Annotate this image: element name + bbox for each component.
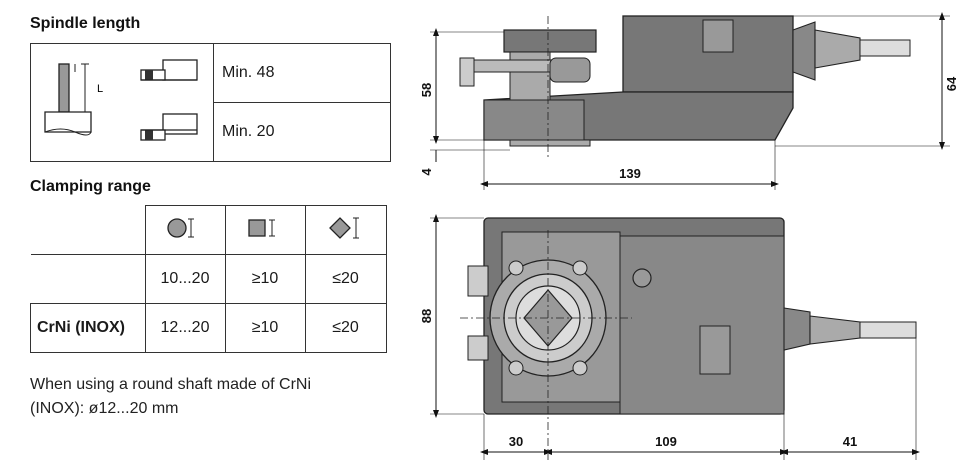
square-shaft-header (224, 205, 306, 255)
inox-note: When using a round shaft made of CrNi (I… (30, 373, 311, 421)
round-shaft-icon (167, 217, 194, 238)
dim-109: 109 (655, 434, 677, 449)
clamp-row1-label (30, 254, 146, 304)
clamp-row1-round: 10...20 (144, 254, 226, 304)
clamp-row1-square: ≥10 (224, 254, 306, 304)
spindle-axis-label: L (97, 83, 103, 95)
spindle-illustration: L (44, 59, 198, 141)
spindle-min-48: Min. 48 (213, 43, 391, 103)
dim-88: 88 (420, 309, 434, 323)
dim-139: 139 (619, 166, 641, 181)
dim-30: 30 (509, 434, 523, 449)
square-shaft-icon (248, 218, 275, 237)
clamp-row2-square: ≥10 (224, 303, 306, 353)
clamp-row2-round: 12...20 (144, 303, 226, 353)
dim-58: 58 (420, 83, 434, 97)
round-shaft-header (144, 205, 226, 255)
clamp-row2-label: CrNi (INOX) (30, 303, 146, 353)
dim-4: 4 (420, 168, 434, 176)
inox-note-line1: When using a round shaft made of CrNi (30, 376, 312, 393)
diamond-shaft-header (304, 205, 387, 255)
clamp-row2-diamond: ≤20 (304, 303, 387, 353)
side-view: 58 4 64 139 (420, 12, 959, 190)
dim-41: 41 (843, 434, 857, 449)
dim-64: 64 (944, 76, 959, 91)
actuator-drawings: 58 4 64 139 (420, 12, 959, 460)
inox-note-line2: (INOX): ø12...20 mm (30, 400, 179, 417)
clamping-range-table: 10...20 ≥10 ≤20 CrNi (INOX) 12...20 ≥10 … (30, 205, 387, 353)
spindle-length-title: Spindle length (30, 15, 141, 32)
top-view: 88 30 109 41 (420, 214, 920, 460)
spindle-min-20: Min. 20 (213, 102, 391, 162)
clamp-row1-diamond: ≤20 (304, 254, 387, 304)
clamp-header-blank (30, 205, 146, 255)
clamping-range-title: Clamping range (30, 178, 151, 195)
spindle-length-table: L Min. 48 Min. 20 (30, 43, 391, 162)
spindle-illustration-cell: L (30, 43, 214, 162)
diamond-shaft-icon (328, 216, 359, 239)
